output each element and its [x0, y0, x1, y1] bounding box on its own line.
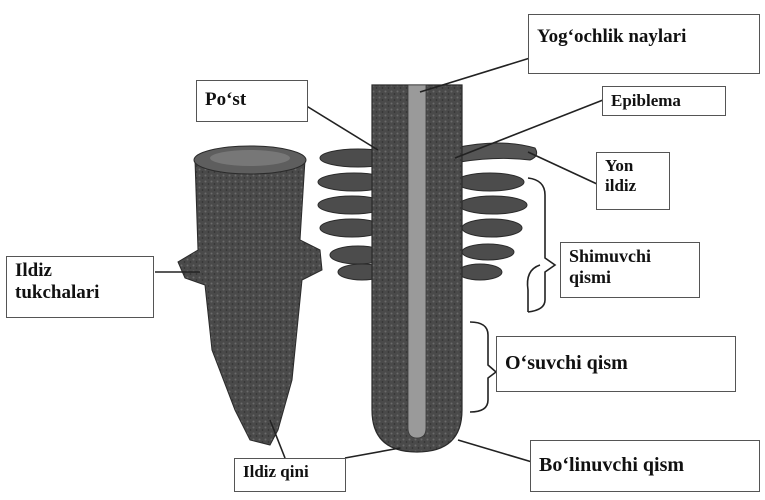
label-epiblema: Epiblema [602, 86, 726, 116]
label-bolinuvchi-qism: Bo‘linuvchi qism [530, 440, 760, 492]
root-cap-section [178, 146, 322, 445]
label-shimuvchi-qismi: Shimuvchi qismi [560, 242, 700, 298]
label-post: Po‘st [196, 80, 308, 122]
label-osuvchi-qism: O‘suvchi qism [496, 336, 736, 392]
vascular-core [408, 85, 426, 438]
label-ildiz-tukchalari: Ildiz tukchalari [6, 256, 154, 318]
label-ildiz-qini: Ildiz qini [234, 458, 346, 492]
label-yogochlik-naylari: Yog‘ochlik naylari [528, 14, 760, 74]
label-yon-ildiz: Yon ildiz [596, 152, 670, 210]
